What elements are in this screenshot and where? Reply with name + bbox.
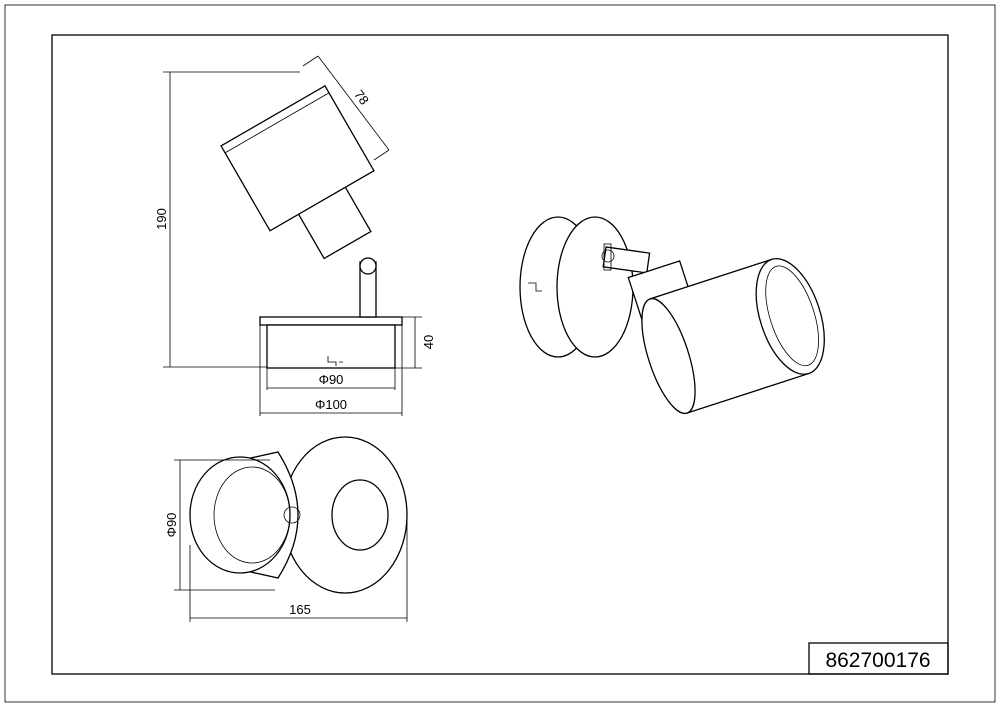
side-base-body [266, 324, 396, 369]
side-shade [220, 85, 375, 232]
dim-base-height: 40 [421, 335, 436, 349]
dim-total-length: 165 [289, 602, 311, 617]
front-bulb [283, 506, 301, 524]
side-view-dimensions: 190 78 40 Φ90 Φ100 [154, 55, 436, 416]
front-view-dimensions: Φ90 165 [164, 459, 408, 622]
persp-stem [602, 246, 651, 274]
outer-frame [4, 4, 996, 703]
dim-shade-diameter: Φ90 [164, 513, 179, 538]
article-number-box [808, 642, 949, 675]
side-base-plate [259, 316, 403, 326]
dim-shade-depth: 78 [351, 87, 372, 108]
side-screw-marker [327, 356, 343, 366]
inner-frame [51, 34, 949, 675]
persp-shade-opening [755, 257, 825, 375]
persp-shade-back [641, 297, 696, 415]
persp-wall-disc-front [556, 216, 634, 358]
front-shade-inner [213, 466, 291, 564]
side-joint [359, 257, 377, 275]
side-view [220, 85, 403, 369]
perspective-view [519, 216, 825, 415]
dim-total-height: 190 [154, 208, 169, 230]
dim-inner-diameter: Φ90 [319, 372, 344, 387]
front-shade-rim [189, 456, 291, 574]
front-joint [331, 479, 389, 551]
article-number: 862700176 [825, 649, 930, 672]
dim-base-diameter: Φ100 [315, 397, 347, 412]
persp-joint [601, 249, 615, 263]
